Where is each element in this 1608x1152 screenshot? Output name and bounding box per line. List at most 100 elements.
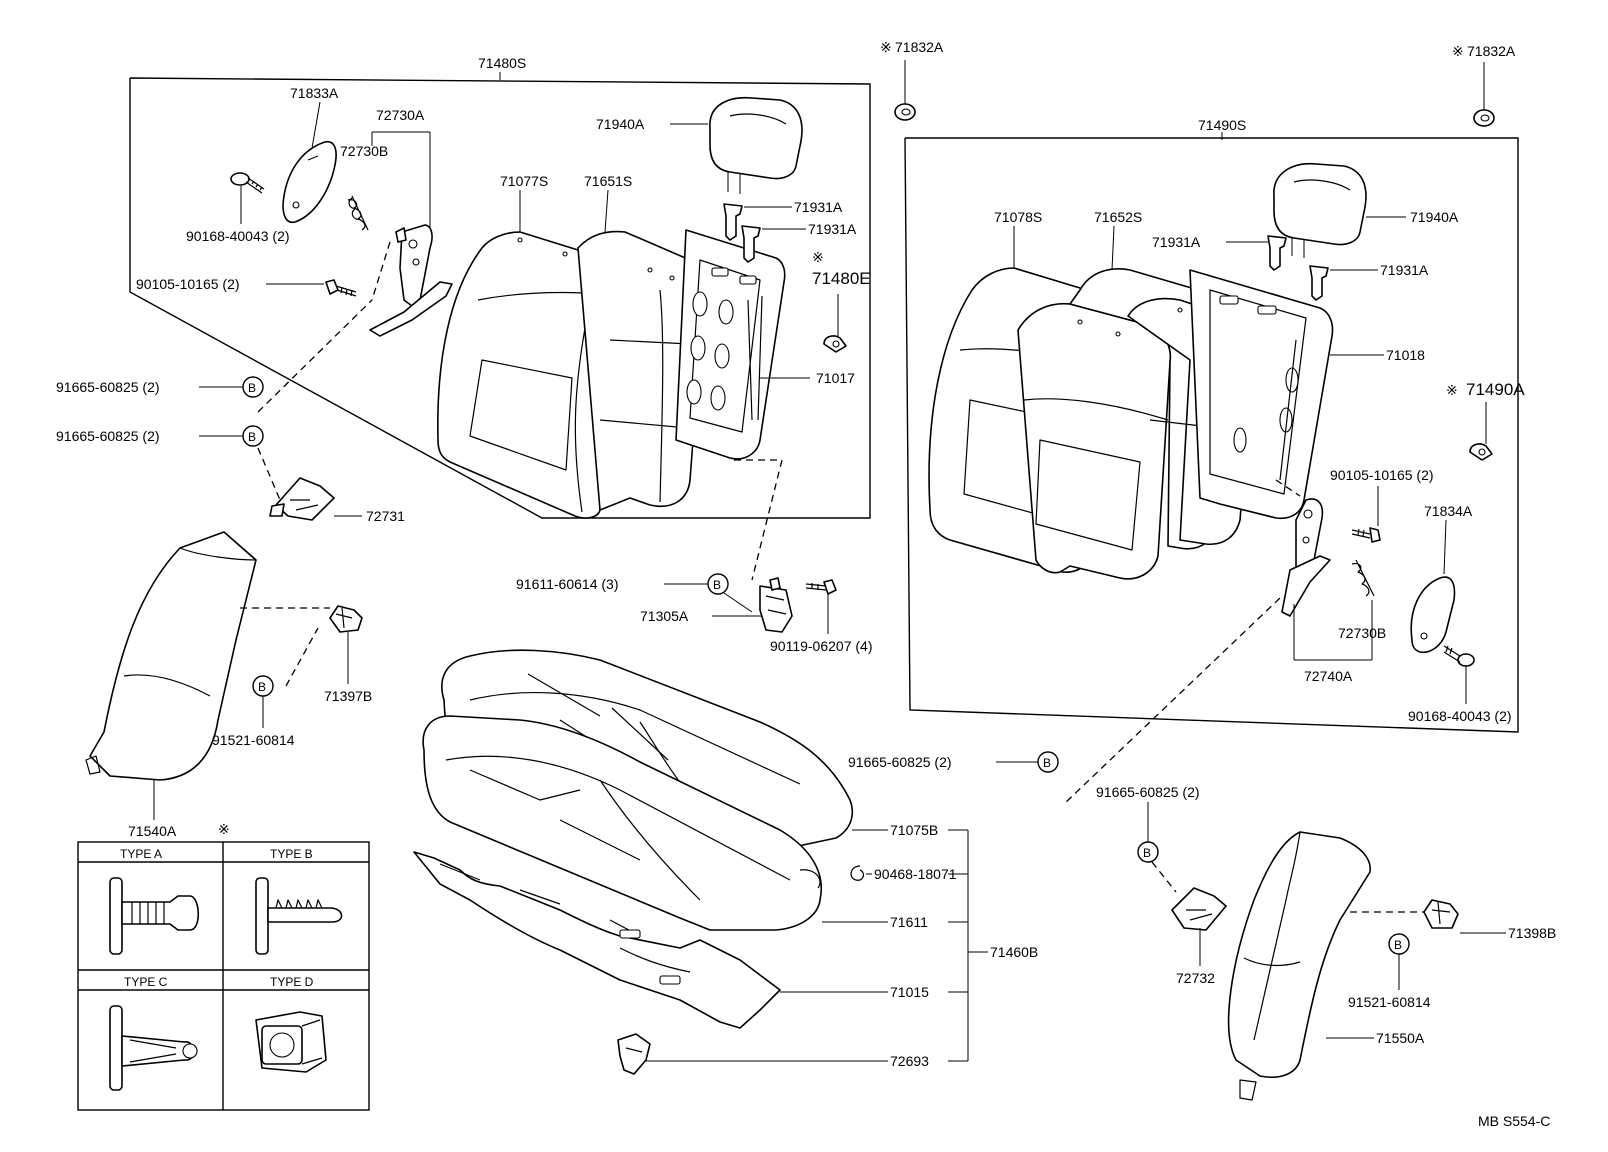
side-bracket-71398b (1423, 899, 1459, 929)
seatback-pad-71651s (577, 230, 706, 511)
svg-text:B: B (258, 680, 266, 694)
label-71017[interactable]: 71017 (816, 370, 855, 386)
clip-71480e (823, 335, 847, 353)
seatback-frame-71018 (1189, 269, 1334, 520)
hinge-cover-71834a (1410, 576, 1456, 654)
bolt-b-4: B (1137, 841, 1159, 863)
screw-90168-rh (230, 172, 265, 194)
hinge-cover-71833a (282, 141, 337, 224)
type-b-heading: TYPE B (270, 847, 313, 861)
type-a-heading: TYPE A (120, 847, 162, 861)
label-72693[interactable]: 72693 (890, 1053, 929, 1069)
side-bracket-71397b (329, 605, 363, 633)
group-outline-rh (129, 77, 871, 519)
label-71398B[interactable]: 71398B (1508, 925, 1556, 941)
note-mark-1: ※ (880, 39, 892, 55)
label-71931A-lh-2[interactable]: 71931A (1380, 262, 1429, 278)
bracket-72732 (1171, 887, 1227, 931)
label-72730A-rh[interactable]: 72730A (376, 107, 425, 123)
label-91521-60814-rh[interactable]: 91521-60814 (212, 732, 295, 748)
label-91665-60825-b2[interactable]: 91665-60825 (2) (56, 428, 160, 444)
label-71480E[interactable]: 71480E (812, 269, 871, 288)
label-91665-60825-b4[interactable]: 91665-60825 (2) (1096, 784, 1200, 800)
label-71931A-rh-2[interactable]: 71931A (808, 221, 857, 237)
label-72730B-rh[interactable]: 72730B (340, 143, 388, 159)
label-71834A[interactable]: 71834A (1424, 503, 1473, 519)
clip-71490a (1469, 443, 1493, 461)
label-71540A[interactable]: 71540A (128, 823, 177, 839)
seat-side-71550a (1227, 831, 1371, 1101)
label-71078S[interactable]: 71078S (994, 209, 1042, 225)
headrest-support-71931a-lh-2 (1309, 265, 1329, 301)
label-72731[interactable]: 72731 (366, 508, 405, 524)
hog-ring-90468 (850, 865, 865, 881)
seat-cushion-frame-71015 (413, 851, 781, 1029)
label-90468-18071[interactable]: 90468-18071 (874, 866, 957, 882)
group-outline-lh (904, 137, 1519, 733)
label-71833A[interactable]: 71833A (290, 85, 339, 101)
type-c-clip-icon (109, 1005, 198, 1091)
label-71397B[interactable]: 71397B (324, 688, 372, 704)
note-mark-3: ※ (812, 249, 824, 265)
label-71652S[interactable]: 71652S (1094, 209, 1142, 225)
label-71480S[interactable]: 71480S (478, 55, 526, 71)
label-90119-06207[interactable]: 90119-06207 (4) (770, 638, 872, 654)
bracket-72731 (269, 477, 335, 521)
label-71490A[interactable]: 71490A (1466, 380, 1525, 399)
bolt-b-3: B (1037, 751, 1059, 773)
type-d-heading: TYPE D (270, 975, 314, 989)
bolt-b-1: B (242, 376, 264, 398)
label-91521-60814-lh[interactable]: 91521-60814 (1348, 994, 1431, 1010)
hook-71305a (759, 577, 793, 633)
spring-72730b-rh (347, 195, 369, 231)
label-91665-60825-b3[interactable]: 91665-60825 (2) (848, 754, 952, 770)
label-71018[interactable]: 71018 (1386, 347, 1425, 363)
bolt-b-side-lh: B (1388, 933, 1410, 955)
label-71015[interactable]: 71015 (890, 984, 929, 1000)
svg-text:B: B (1143, 846, 1151, 860)
note-mark-5: ※ (218, 821, 230, 837)
headrest-support-71931a-lh-1 (1267, 235, 1287, 271)
label-72740A[interactable]: 72740A (1304, 668, 1353, 684)
clip-71832a-left (894, 60, 916, 121)
label-72730B-lh[interactable]: 72730B (1338, 625, 1386, 641)
svg-text:B: B (1043, 756, 1051, 770)
label-71832A-left[interactable]: 71832A (895, 39, 944, 55)
label-71931A-lh-1[interactable]: 71931A (1152, 234, 1201, 250)
label-71931A-rh-1[interactable]: 71931A (794, 199, 843, 215)
bolt-b-side-rh: B (252, 675, 274, 697)
label-71832A-right[interactable]: 71832A (1467, 43, 1516, 59)
label-90105-10165-lh[interactable]: 90105-10165 (2) (1330, 467, 1434, 483)
clip-71832a-right (1473, 62, 1495, 127)
label-90168-40043-lh[interactable]: 90168-40043 (2) (1408, 708, 1512, 724)
seatback-cover-71078s-inner (1017, 302, 1172, 580)
label-91611-60614[interactable]: 91611-60614 (3) (516, 576, 618, 592)
screw-90168-lh (1443, 645, 1475, 667)
label-90168-40043-rh[interactable]: 90168-40043 (2) (186, 228, 290, 244)
svg-text:B: B (248, 381, 256, 395)
label-91665-60825-b1[interactable]: 91665-60825 (2) (56, 379, 160, 395)
bolt-90119 (805, 579, 837, 595)
bolt-b-2: B (242, 425, 264, 447)
label-71940A-rh[interactable]: 71940A (596, 116, 645, 132)
seat-cushion-pad-71611 (422, 715, 822, 931)
label-71550A[interactable]: 71550A (1376, 1030, 1425, 1046)
type-a-clip-icon (109, 877, 200, 955)
label-71611[interactable]: 71611 (890, 914, 928, 930)
seat-lock-72730a (369, 224, 453, 337)
label-90105-10165-rh[interactable]: 90105-10165 (2) (136, 276, 240, 292)
label-72732[interactable]: 72732 (1176, 970, 1215, 986)
diagram-code: MB S554-C (1478, 1113, 1550, 1129)
clip-type-table: TYPE A TYPE B TYPE C TYPE D (77, 841, 370, 1111)
label-71460B[interactable]: 71460B (990, 944, 1038, 960)
label-71075B[interactable]: 71075B (890, 822, 938, 838)
label-71651S[interactable]: 71651S (584, 173, 632, 189)
bolt-90105-rh (325, 279, 357, 297)
label-71305A[interactable]: 71305A (640, 608, 689, 624)
label-71940A-lh[interactable]: 71940A (1410, 209, 1459, 225)
seat-lock-72740a (1281, 498, 1331, 617)
bolt-b-611: B (707, 573, 729, 595)
seatback-frame-71017 (675, 229, 786, 460)
label-71077S[interactable]: 71077S (500, 173, 548, 189)
label-71490S[interactable]: 71490S (1198, 117, 1246, 133)
